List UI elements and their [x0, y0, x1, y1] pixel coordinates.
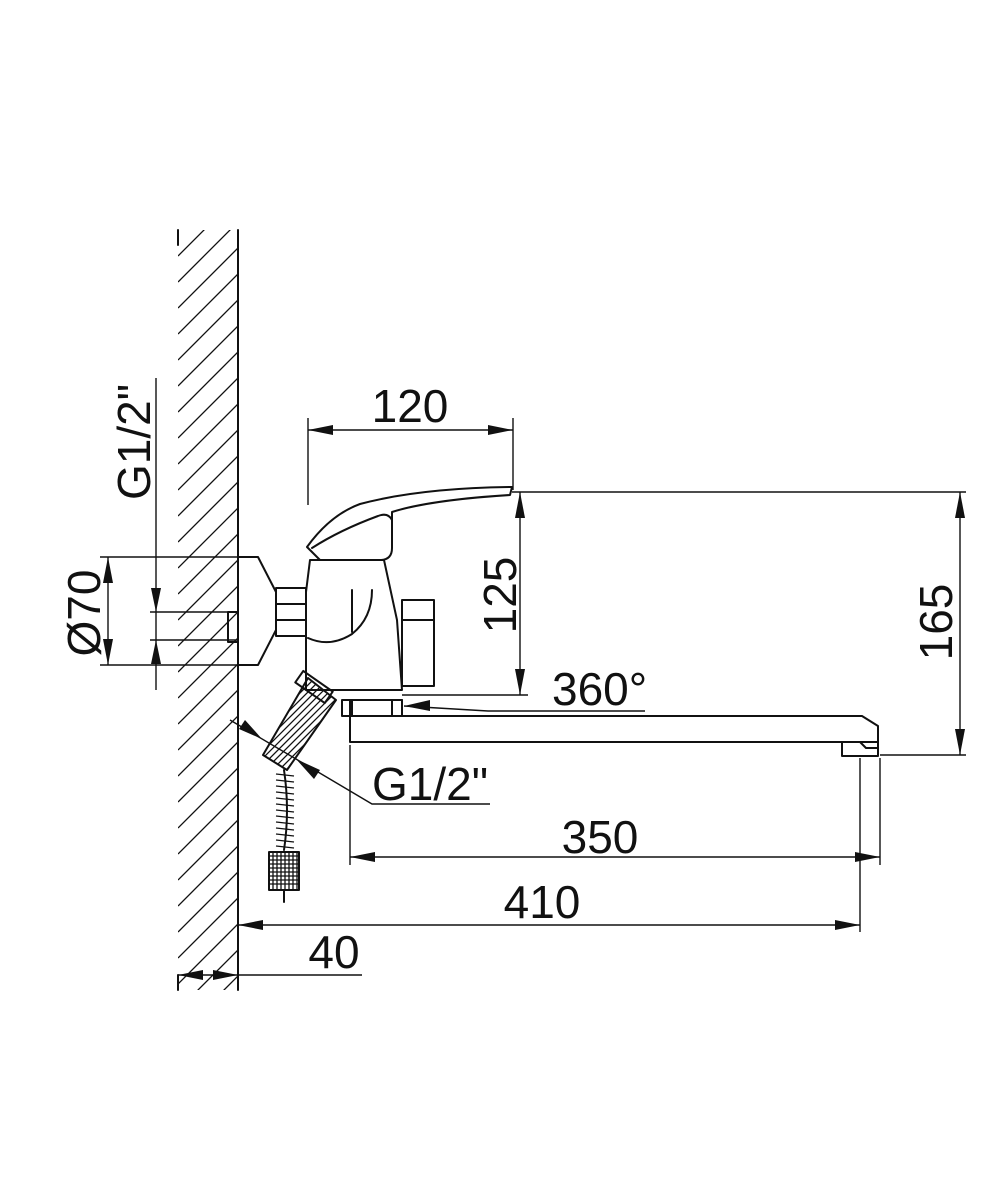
spout-length-label: 350 [562, 811, 639, 863]
dimension-spout-length: 350 [349, 745, 881, 865]
flange-diameter-label: Ø70 [58, 570, 110, 657]
wall-flange [227, 556, 307, 666]
dimension-outlet-thread: G1/2" [229, 719, 490, 810]
mixer-body [305, 559, 435, 691]
dimension-rotation: 360° [403, 663, 647, 715]
wall [177, 229, 239, 991]
wall-offset-label: 40 [308, 926, 359, 978]
spout-height-label: 125 [474, 557, 526, 634]
dimension-inlet-thread: G1/2" [108, 378, 238, 690]
lever-handle [306, 486, 513, 561]
total-length-label: 410 [504, 876, 581, 928]
outlet-thread-label: G1/2" [372, 758, 488, 810]
dimension-total-length: 410 [238, 758, 861, 932]
dimension-total-height: 165 [512, 491, 966, 756]
shower-hose [268, 769, 300, 903]
lever-length-label: 120 [372, 380, 449, 432]
rotation-label: 360° [552, 663, 647, 715]
spout [341, 699, 879, 757]
dimension-wall-offset: 40 [178, 926, 362, 980]
dimension-spout-height: 125 [402, 492, 528, 696]
total-height-label: 165 [910, 584, 962, 661]
hose-connector [262, 669, 337, 771]
dimension-flange-diameter: Ø70 [58, 556, 238, 666]
dimension-lever-length: 120 [307, 380, 514, 505]
inlet-thread-label: G1/2" [108, 384, 160, 500]
